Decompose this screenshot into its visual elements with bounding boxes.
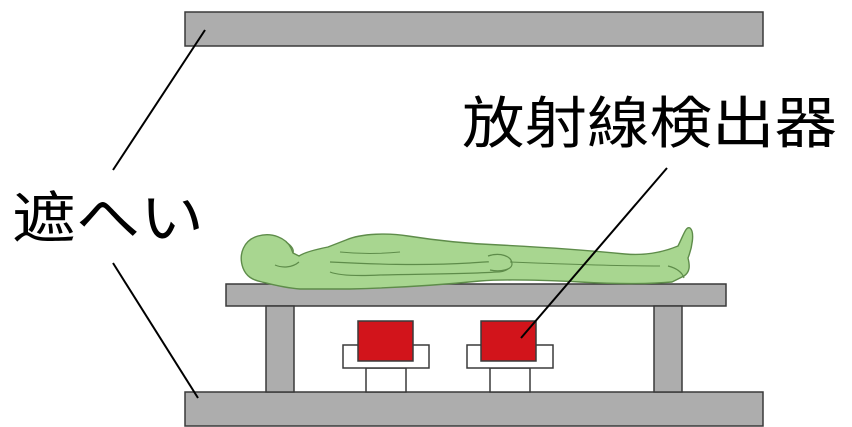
detector-left [342, 320, 430, 393]
detector-right [466, 320, 554, 393]
detector-left-stand [365, 367, 407, 393]
bed [225, 283, 727, 393]
patient-hand [487, 253, 513, 272]
detector-left-sensor [357, 320, 414, 362]
bed-leg-right [653, 305, 683, 393]
patient-face-line [285, 241, 294, 254]
shield-leader-bottom [112, 262, 199, 399]
detector-leader [520, 167, 668, 339]
bottom-shield-plate [184, 391, 764, 427]
patient-chest-line [339, 251, 401, 254]
bed-leg-left [265, 305, 295, 393]
patient-foot-lower [667, 265, 685, 279]
patient-neck-line [274, 261, 300, 268]
shield-leader-top [112, 29, 206, 171]
top-shield-plate [184, 11, 764, 47]
detector-right-stand [489, 367, 531, 393]
patient-figure [240, 227, 694, 290]
patient-body [240, 227, 694, 290]
shielding-label: 遮へい [12, 187, 204, 252]
detector-label: 放射線検出器 [462, 92, 837, 157]
detector-right-sensor [480, 320, 537, 362]
